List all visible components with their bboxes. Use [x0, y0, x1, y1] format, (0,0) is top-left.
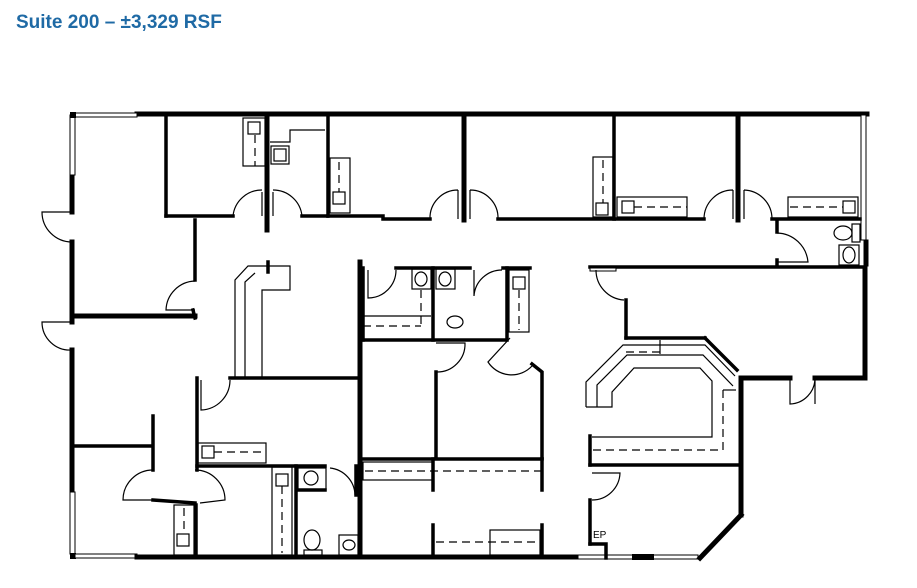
reception-desk	[585, 335, 740, 467]
exterior-walls	[69, 111, 870, 562]
center-restrooms	[361, 266, 532, 342]
exterior-doors	[41, 211, 816, 405]
left-rooms	[69, 218, 226, 559]
corridor-walls	[588, 265, 867, 340]
top-offices	[164, 111, 862, 233]
center-offices	[361, 337, 544, 559]
break-counter	[228, 259, 363, 560]
page-title: Suite 200 – ±3,329 RSF	[16, 12, 222, 33]
restroom-top-right	[775, 220, 861, 268]
center-left-room	[195, 376, 359, 559]
electrical-panel-label: EP	[593, 530, 607, 541]
lower-right-room: EP	[588, 472, 621, 560]
